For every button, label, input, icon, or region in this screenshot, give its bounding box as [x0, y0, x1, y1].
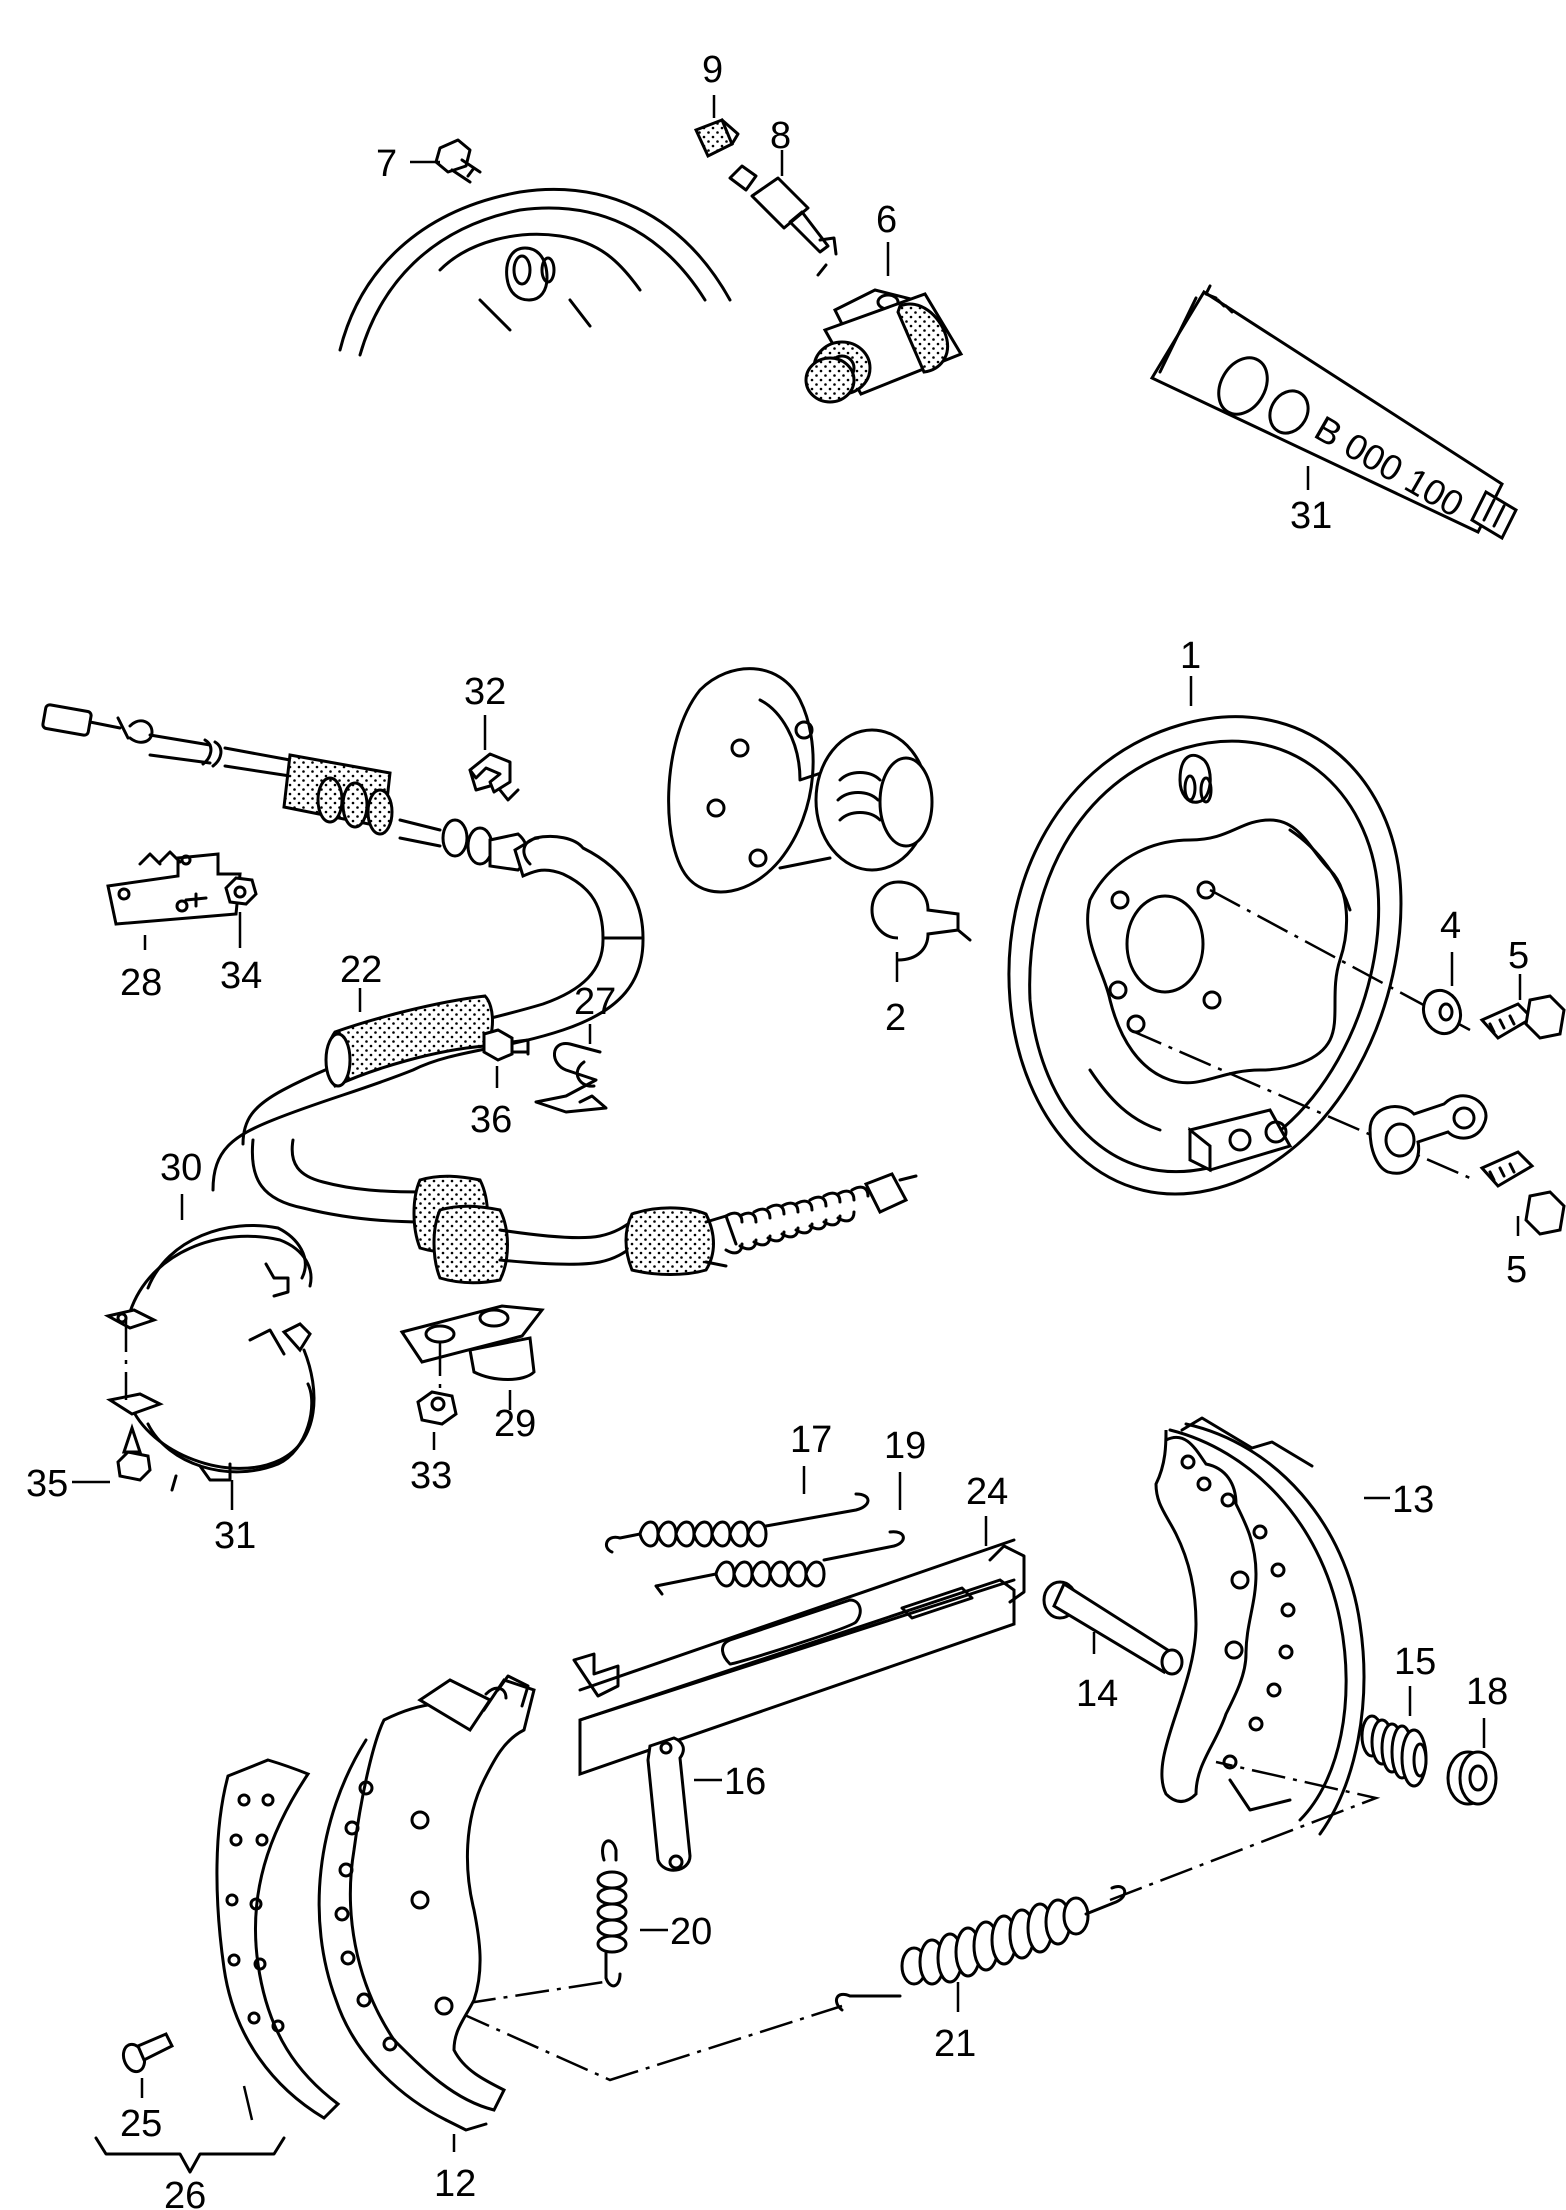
assembly-line-lower-bolt	[1129, 1028, 1471, 1180]
part-4-washer: 4	[1421, 905, 1463, 1036]
callout-35: 35	[26, 1463, 68, 1505]
callout-29: 29	[494, 1403, 536, 1445]
callout-26: 26	[164, 2175, 206, 2210]
part-12-brake-shoe-left: 12	[317, 1674, 536, 2205]
callout-34: 34	[220, 955, 262, 997]
callout-32: 32	[464, 671, 506, 713]
callout-36: 36	[470, 1099, 512, 1141]
callout-1: 1	[1180, 635, 1201, 677]
part-21-return-spring: 21	[834, 1885, 1127, 2065]
part-27-spring-clip: 27	[534, 981, 616, 1114]
part-13-brake-shoe-right: 13	[1154, 1416, 1434, 1836]
callout-9: 9	[702, 49, 723, 91]
part-5-bolt-lower: 5	[1479, 1150, 1566, 1291]
part-26-brake-lining: 26	[94, 1758, 341, 2210]
callout-30: 30	[160, 1147, 202, 1189]
callout-24: 24	[966, 1471, 1008, 1513]
callout-31-lower: 31	[214, 1515, 256, 1557]
callout-15: 15	[1394, 1641, 1436, 1683]
part-16-lever: 16	[646, 1736, 766, 1872]
part-28-bracket: 28	[106, 850, 242, 1004]
callout-31-top: 31	[1290, 495, 1332, 537]
assembly-line-shoe-left-lower	[457, 2004, 843, 2082]
callout-16: 16	[724, 1761, 766, 1803]
part-17-spring: 17	[604, 1419, 870, 1554]
callout-4: 4	[1440, 905, 1461, 947]
part-5-bolt-upper: 5	[1479, 935, 1566, 1040]
callout-20: 20	[670, 1911, 712, 1953]
callout-18: 18	[1466, 1671, 1508, 1713]
part-33-nut: 33	[410, 1390, 458, 1497]
part-34-nut: 34	[220, 876, 262, 997]
callout-5-upper: 5	[1508, 935, 1529, 977]
part-7-bolt: 7	[376, 138, 482, 185]
callout-13: 13	[1392, 1479, 1434, 1521]
assembly-line-shoe-left-upper	[461, 1980, 605, 2006]
callout-8: 8	[770, 115, 791, 157]
callout-5-lower: 5	[1506, 1249, 1527, 1291]
part-36-bolt: 36	[470, 1028, 530, 1141]
part-32-clip: 32	[464, 671, 520, 802]
part-19-spring: 19	[654, 1425, 926, 1596]
part-20-spring: 20	[596, 1839, 712, 1988]
callout-28: 28	[120, 962, 162, 1004]
callout-25: 25	[120, 2103, 162, 2145]
part-1-backing-plate: 1	[1007, 635, 1403, 1196]
callout-2: 2	[885, 997, 906, 1039]
callout-12: 12	[434, 2163, 476, 2205]
assembly-line-shoe-right	[1109, 1760, 1381, 1902]
part-22-handbrake-cable: 22	[41, 703, 918, 1285]
callout-14: 14	[1076, 1673, 1118, 1715]
part-31-grease-tube: B 000 100 31	[1149, 284, 1518, 541]
callout-22: 22	[340, 949, 382, 991]
part-6-wheel-cylinder: 6	[804, 199, 964, 404]
part-8-bleeder-valve: 8	[728, 115, 838, 256]
part-24-strut: 24	[572, 1471, 1026, 1777]
adjuster-plate	[1368, 1094, 1488, 1175]
part-14-pin: 14	[1042, 1580, 1184, 1715]
part-30-clamp: 30	[103, 1147, 313, 1330]
part-15-spring: 15	[1360, 1641, 1436, 1788]
callout-19: 19	[884, 1425, 926, 1467]
callout-17: 17	[790, 1419, 832, 1461]
part-31-clamp-lower: 31	[106, 1322, 316, 1557]
part-25-rivet: 25	[120, 2032, 175, 2145]
backing-plate-top-fragment	[338, 188, 732, 357]
callout-21: 21	[934, 2023, 976, 2065]
part-9-cap: 9	[693, 49, 740, 159]
callout-33: 33	[410, 1455, 452, 1497]
part-29-bracket: 29	[399, 1304, 545, 1445]
callout-7: 7	[376, 143, 397, 185]
part-35-screw: 35	[26, 1423, 152, 1505]
callout-6: 6	[876, 199, 897, 241]
part-2-wheel-hub: 2	[667, 667, 972, 1039]
callout-27: 27	[574, 981, 616, 1023]
part-18-cap: 18	[1446, 1671, 1508, 1806]
